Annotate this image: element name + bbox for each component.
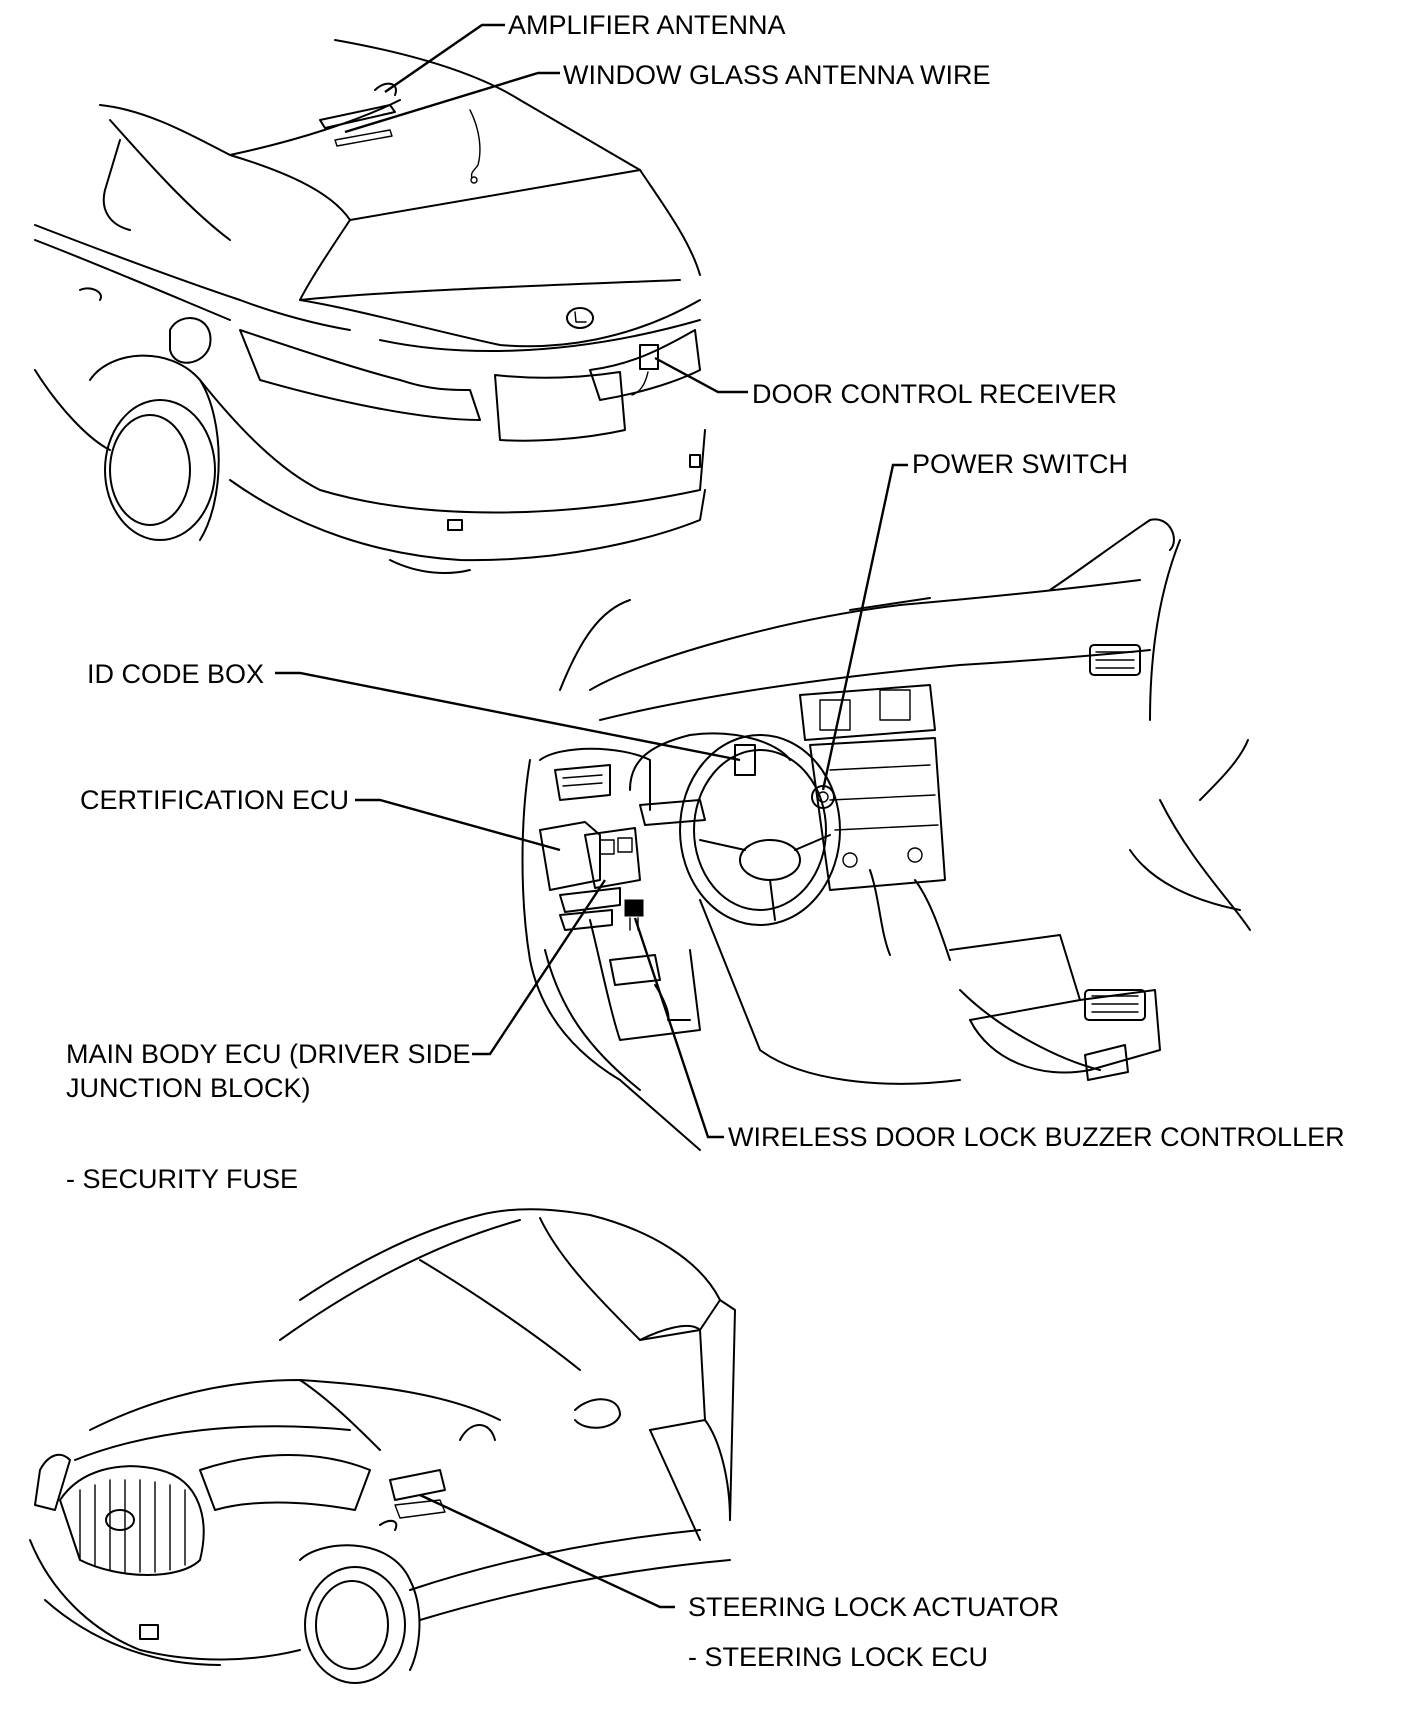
- label-main-body-ecu-line2: JUNCTION BLOCK): [66, 1073, 311, 1103]
- vehicle-front-illustration: [29, 1208, 736, 1684]
- label-id-code-box: ID CODE BOX: [87, 659, 264, 689]
- label-main-body-ecu-line1: MAIN BODY ECU (DRIVER SIDE: [66, 1039, 471, 1069]
- label-steering-lock-actuator: STEERING LOCK ACTUATOR: [688, 1592, 1059, 1622]
- leader-lines: [275, 23, 908, 1609]
- vehicle-rear-illustration: [34, 39, 706, 574]
- label-power-switch: POWER SWITCH: [912, 449, 1128, 479]
- component-labels: AMPLIFIER ANTENNA WINDOW GLASS ANTENNA W…: [66, 10, 1345, 1672]
- label-amplifier-antenna: AMPLIFIER ANTENNA: [508, 10, 786, 40]
- label-window-glass-antenna-wire: WINDOW GLASS ANTENNA WIRE: [563, 60, 991, 90]
- label-wireless-door-lock-buzzer-controller: WIRELESS DOOR LOCK BUZZER CONTROLLER: [728, 1122, 1345, 1152]
- label-security-fuse: - SECURITY FUSE: [66, 1164, 298, 1194]
- label-steering-lock-ecu: - STEERING LOCK ECU: [688, 1642, 988, 1672]
- label-door-control-receiver: DOOR CONTROL RECEIVER: [752, 379, 1117, 409]
- label-certification-ecu: CERTIFICATION ECU: [80, 785, 349, 815]
- vehicle-interior-illustration: [521, 518, 1251, 1151]
